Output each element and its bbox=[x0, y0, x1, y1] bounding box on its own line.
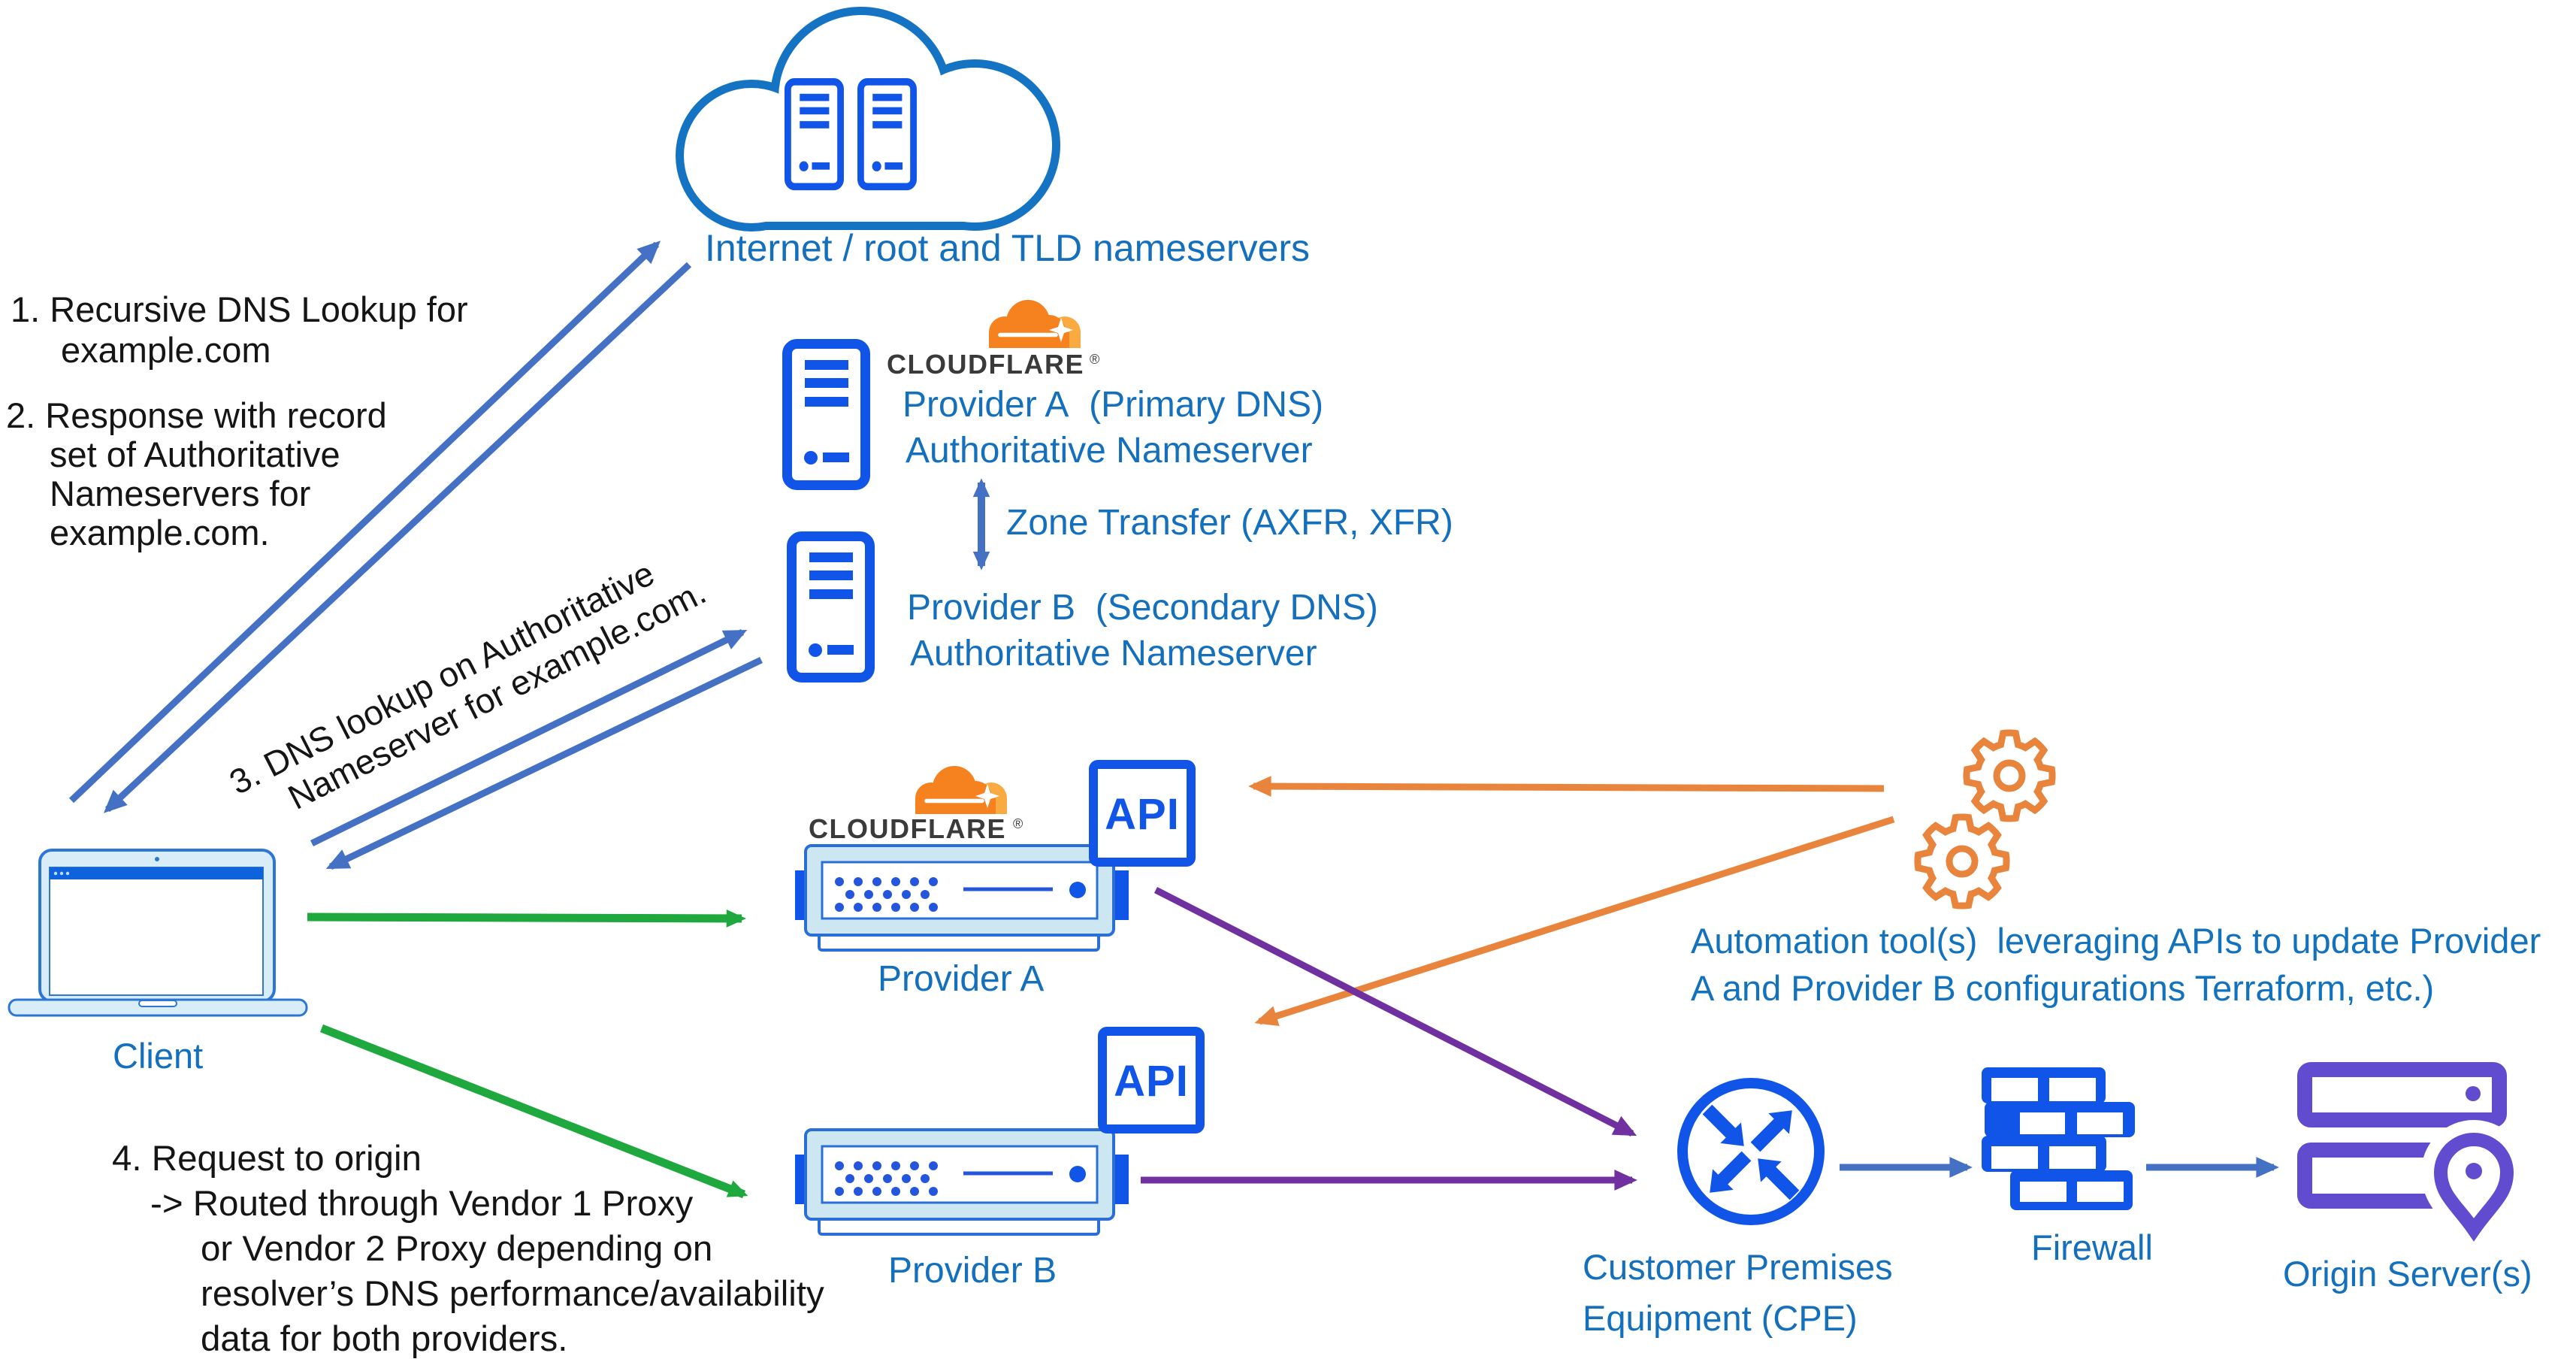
svg-text:A and Provider B configuration: A and Provider B configurations Terrafor… bbox=[1691, 968, 2434, 1008]
svg-text:or Vendor 2 Proxy depending on: or Vendor 2 Proxy depending on bbox=[201, 1229, 712, 1269]
svg-text:Authoritative Nameserver: Authoritative Nameserver bbox=[906, 431, 1313, 471]
svg-text:Provider A (Primary DNS): Provider A (Primary DNS) bbox=[903, 385, 1323, 425]
svg-text:®: ® bbox=[1013, 816, 1023, 831]
svg-text:Origin Server(s): Origin Server(s) bbox=[2283, 1254, 2532, 1294]
svg-text:set of Authoritative: set of Authoritative bbox=[50, 434, 340, 474]
svg-text:2. Response with record: 2. Response with record bbox=[6, 395, 387, 435]
svg-text:Nameserver for example.com.: Nameserver for example.com. bbox=[282, 572, 712, 817]
svg-text:Internet / root and TLD namese: Internet / root and TLD nameservers bbox=[705, 227, 1310, 269]
svg-text:Provider B (Secondary DNS): Provider B (Secondary DNS) bbox=[907, 588, 1378, 628]
svg-text:CLOUDFLARE: CLOUDFLARE bbox=[887, 349, 1084, 380]
svg-text:Zone Transfer (AXFR, XFR): Zone Transfer (AXFR, XFR) bbox=[1006, 503, 1453, 543]
svg-text:Equipment (CPE): Equipment (CPE) bbox=[1583, 1298, 1858, 1338]
svg-text:example.com.: example.com. bbox=[50, 513, 270, 552]
svg-text:Automation tool(s) leveraging: Automation tool(s) leveraging APIs to up… bbox=[1691, 921, 2541, 961]
svg-text:Firewall: Firewall bbox=[2031, 1227, 2153, 1267]
svg-text:Provider A: Provider A bbox=[878, 959, 1044, 999]
svg-text:Nameservers for: Nameservers for bbox=[50, 474, 310, 513]
svg-text:Authoritative Nameserver: Authoritative Nameserver bbox=[910, 634, 1317, 673]
svg-text:Customer Premises: Customer Premises bbox=[1583, 1247, 1893, 1287]
svg-text:Client: Client bbox=[113, 1036, 203, 1076]
svg-text:example.com: example.com bbox=[61, 330, 271, 370]
svg-text:Provider B: Provider B bbox=[888, 1251, 1057, 1291]
svg-text:resolver’s DNS performance/ava: resolver’s DNS performance/availability bbox=[201, 1274, 824, 1314]
svg-text:data for both providers.: data for both providers. bbox=[201, 1319, 567, 1359]
svg-text:1. Recursive DNS Lookup for: 1. Recursive DNS Lookup for bbox=[11, 289, 468, 329]
svg-text:4. Request to origin: 4. Request to origin bbox=[112, 1139, 422, 1179]
svg-text:®: ® bbox=[1090, 352, 1099, 367]
svg-text:-> Routed through Vendor 1 Pro: -> Routed through Vendor 1 Proxy bbox=[150, 1184, 693, 1224]
svg-text:CLOUDFLARE: CLOUDFLARE bbox=[809, 813, 1006, 844]
